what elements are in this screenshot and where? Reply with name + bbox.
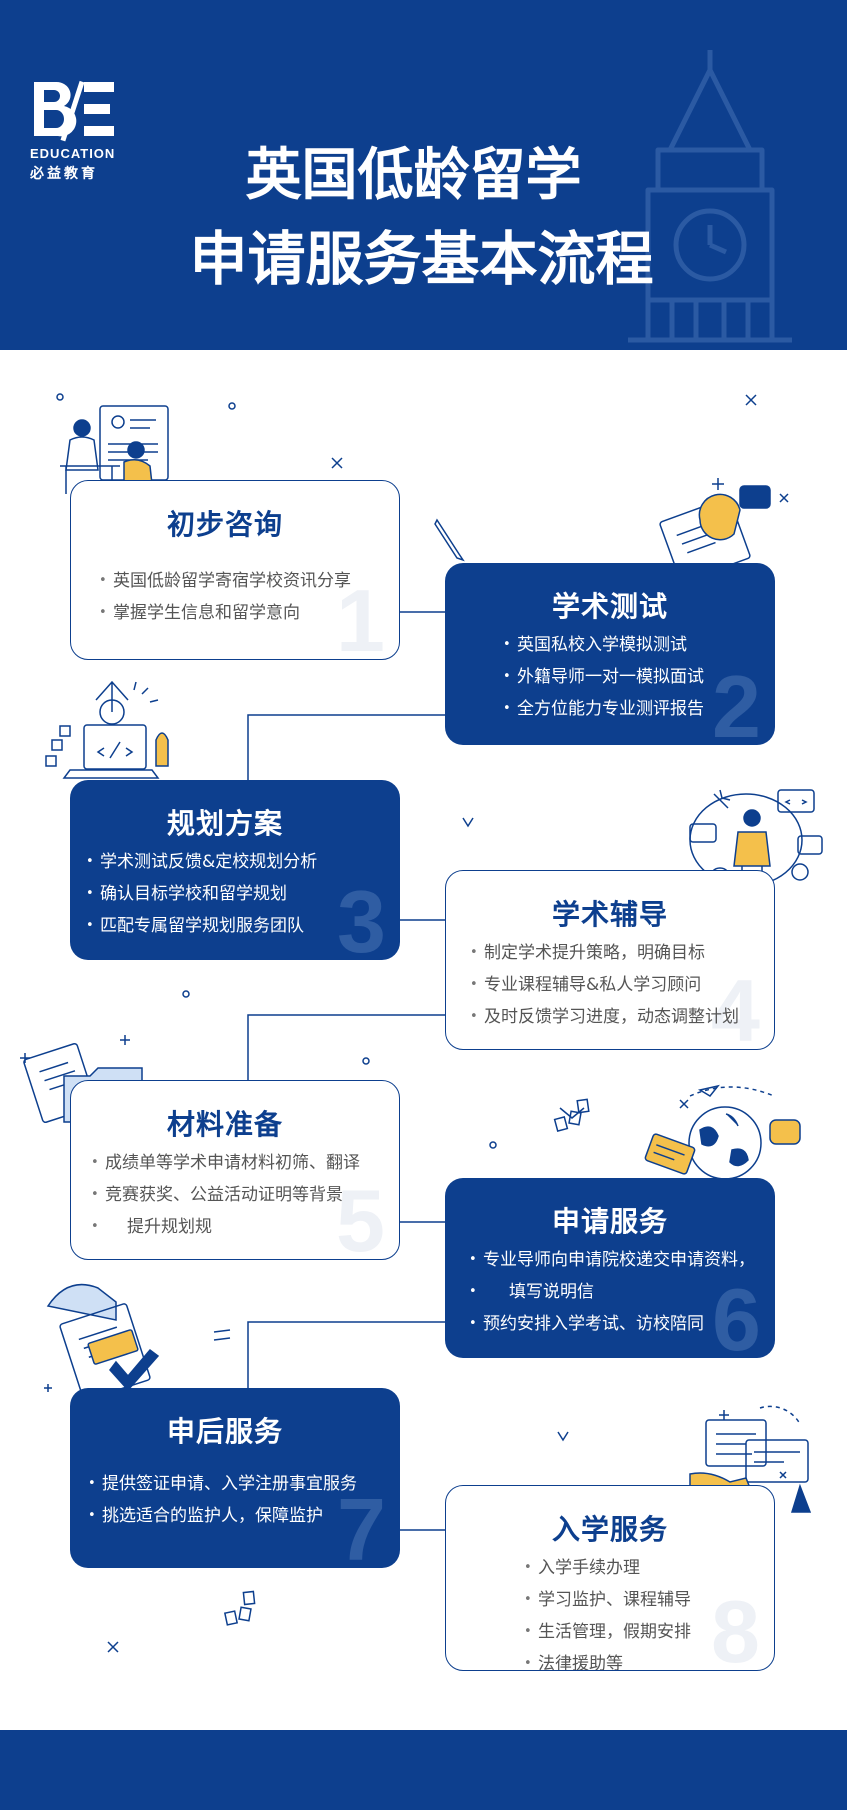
list-item: 全方位能力专业测评报告 bbox=[503, 693, 704, 725]
step-items: 专业导师向申请院校递交申请资料， 填写说明信 预约安排入学考试、访校陪同 bbox=[469, 1244, 755, 1340]
list-item: 制定学术提升策略，明确目标 bbox=[470, 937, 739, 969]
list-item: 成绩单等学术申请材料初筛、翻译 bbox=[91, 1147, 360, 1179]
list-item: 确认目标学校和留学规划 bbox=[86, 878, 317, 910]
list-item: 外籍导师一对一模拟面试 bbox=[503, 661, 704, 693]
step-title: 申请服务 bbox=[551, 1205, 668, 1238]
step-items: 提供签证申请、入学注册事宜服务 挑选适合的监护人，保障监护 bbox=[88, 1468, 357, 1532]
list-item: 学习监护、课程辅导 bbox=[524, 1584, 691, 1616]
list-item: 生活管理，假期安排 bbox=[524, 1616, 691, 1648]
page-title-line-2: 申请服务基本流程 bbox=[189, 225, 654, 293]
step-items: 成绩单等学术申请材料初筛、翻译 竞赛获奖、公益活动证明等背景 提升规划规 bbox=[91, 1147, 360, 1243]
step-card-3: 3 规划方案 学术测试反馈&定校规划分析 确认目标学校和留学规划 匹配专属留学规… bbox=[70, 780, 400, 960]
step-title: 学术测试 bbox=[551, 590, 668, 623]
step-title: 材料准备 bbox=[166, 1108, 283, 1141]
list-item: 提升规划规 bbox=[91, 1211, 360, 1243]
list-item: 挑选适合的监护人，保障监护 bbox=[88, 1500, 357, 1532]
step-card-7: 7 申后服务 提供签证申请、入学注册事宜服务 挑选适合的监护人，保障监护 bbox=[70, 1388, 400, 1568]
list-item: 及时反馈学习进度，动态调整计划 bbox=[470, 1001, 739, 1033]
list-item: 竞赛获奖、公益活动证明等背景 bbox=[91, 1179, 360, 1211]
step-number: 8 bbox=[711, 1582, 760, 1671]
list-item: 入学手续办理 bbox=[524, 1552, 691, 1584]
list-item: 专业导师向申请院校递交申请资料， bbox=[469, 1244, 755, 1276]
step-card-4: 4 学术辅导 制定学术提升策略，明确目标 专业课程辅导&私人学习顾问 及时反馈学… bbox=[445, 870, 775, 1050]
step-title: 申后服务 bbox=[166, 1415, 283, 1448]
list-item: 匹配专属留学规划服务团队 bbox=[86, 910, 317, 942]
step-card-2: 2 学术测试 英国私校入学模拟测试 外籍导师一对一模拟面试 全方位能力专业测评报… bbox=[445, 563, 775, 745]
logo-mark-icon bbox=[34, 80, 114, 142]
step-title: 入学服务 bbox=[551, 1513, 668, 1546]
page-title-line-1: 英国低龄留学 bbox=[245, 143, 582, 208]
step-items: 入学手续办理 学习监护、课程辅导 生活管理，假期安排 法律援助等 bbox=[524, 1552, 691, 1670]
logo-english-text: EDUCATION bbox=[30, 146, 116, 161]
step-items: 学术测试反馈&定校规划分析 确认目标学校和留学规划 匹配专属留学规划服务团队 bbox=[86, 846, 317, 942]
step-title: 学术辅导 bbox=[551, 898, 668, 931]
header-banner: EDUCATION 必益教育 英国低龄留学 申请服务基本流程 bbox=[0, 0, 847, 350]
list-item: 填写说明信 bbox=[469, 1276, 755, 1308]
list-item: 预约安排入学考试、访校陪同 bbox=[469, 1308, 755, 1340]
step-title: 规划方案 bbox=[166, 807, 283, 840]
list-item: 英国低龄留学寄宿学校资讯分享 bbox=[99, 565, 351, 597]
step-items: 制定学术提升策略，明确目标 专业课程辅导&私人学习顾问 及时反馈学习进度，动态调… bbox=[470, 937, 739, 1033]
step-items: 英国私校入学模拟测试 外籍导师一对一模拟面试 全方位能力专业测评报告 bbox=[503, 629, 704, 725]
footer-band bbox=[0, 1730, 847, 1810]
brand-logo: EDUCATION 必益教育 bbox=[30, 80, 120, 183]
list-item: 专业课程辅导&私人学习顾问 bbox=[470, 969, 739, 1001]
step-number: 3 bbox=[337, 872, 386, 961]
step-card-1: 1 初步咨询 英国低龄留学寄宿学校资讯分享 掌握学生信息和留学意向 bbox=[70, 480, 400, 660]
list-item: 掌握学生信息和留学意向 bbox=[99, 597, 351, 629]
list-item: 学术测试反馈&定校规划分析 bbox=[86, 846, 317, 878]
list-item: 提供签证申请、入学注册事宜服务 bbox=[88, 1468, 357, 1500]
step-number: 2 bbox=[712, 657, 761, 746]
step-card-5: 5 材料准备 成绩单等学术申请材料初筛、翻译 竞赛获奖、公益活动证明等背景 提升… bbox=[70, 1080, 400, 1260]
list-item: 法律援助等 bbox=[524, 1648, 691, 1670]
step-title: 初步咨询 bbox=[166, 508, 283, 541]
logo-chinese-text: 必益教育 bbox=[30, 166, 98, 182]
step-card-6: 6 申请服务 专业导师向申请院校递交申请资料， 填写说明信 预约安排入学考试、访… bbox=[445, 1178, 775, 1358]
list-item: 英国私校入学模拟测试 bbox=[503, 629, 704, 661]
step-items: 英国低龄留学寄宿学校资讯分享 掌握学生信息和留学意向 bbox=[99, 565, 351, 629]
big-ben-icon bbox=[628, 50, 792, 343]
step-card-8: 8 入学服务 入学手续办理 学习监护、课程辅导 生活管理，假期安排 法律援助等 bbox=[445, 1485, 775, 1671]
